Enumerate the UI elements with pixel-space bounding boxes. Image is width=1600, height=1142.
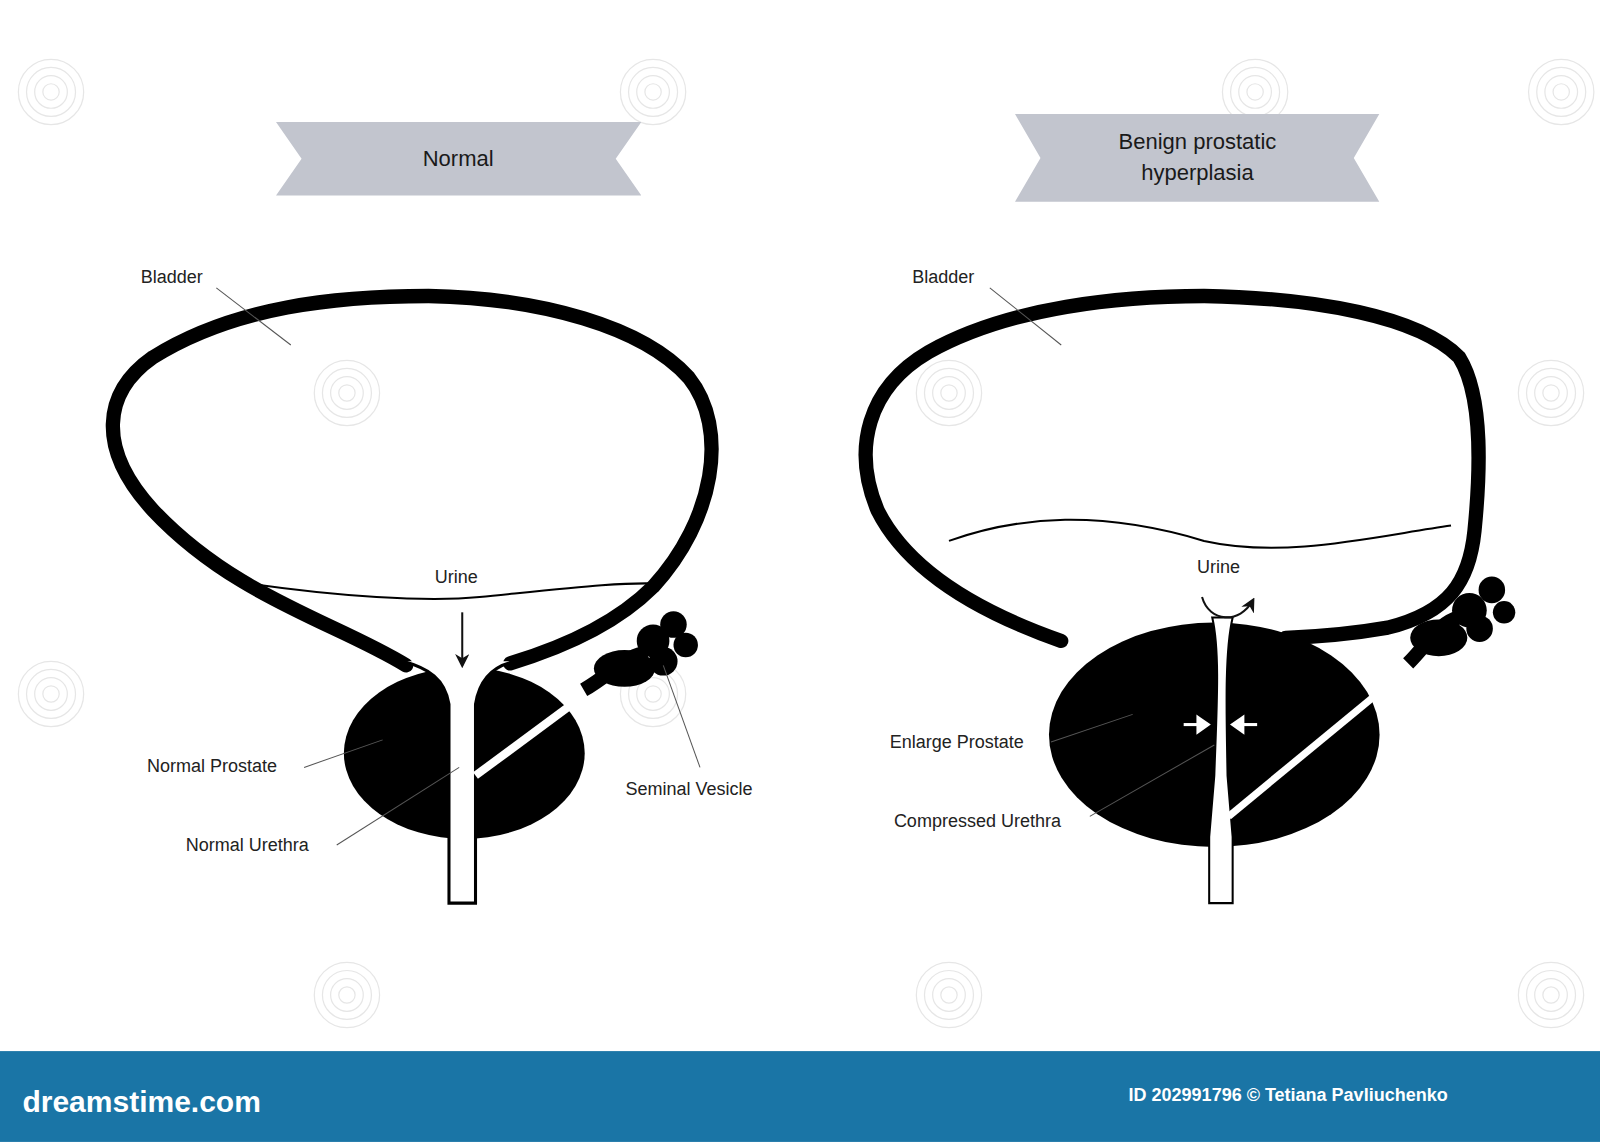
credit-note: ID 202991796 © Tetiana Pavliuchenko [1129,1085,1448,1107]
part-label: Seminal Vesicle [626,779,753,801]
part-label: Urine [1197,557,1240,579]
seminal-vesicle [1410,577,1515,657]
ejaculatory-duct [1229,653,1427,816]
bladder-wall [866,296,1479,641]
compression-arrows [1184,717,1257,731]
part-label: Bladder [141,267,203,289]
banner-title: Normal [423,144,494,175]
footer-bar [0,1051,1600,1142]
flow-arrow [461,612,463,665]
compressed-urethra [1209,617,1232,903]
part-label: Enlarge Prostate [890,732,1024,754]
seminal-vesicle [594,611,698,687]
part-label: Compressed Urethra [894,811,1061,833]
urethra [403,661,515,903]
ribbon-banner: Benign prostatic hyperplasia [1015,114,1379,202]
part-label: Urine [435,567,478,589]
leader-lines [216,288,1214,845]
watermark-spirals [18,59,1594,1027]
urine-level [949,520,1451,548]
normal-anatomy [113,296,712,903]
bladder-wall [113,296,712,665]
bph-anatomy [866,296,1516,903]
banner-title: Benign prostatic hyperplasia [1061,127,1333,189]
ribbon-shape [1015,114,1379,202]
part-label: Normal Urethra [186,835,309,857]
ejaculatory-duct [476,686,597,776]
part-label: Normal Prostate [147,756,277,778]
part-label: Bladder [912,267,974,289]
ribbon-banner: Normal [276,122,641,195]
watermark: dreamstime.com [22,1084,260,1120]
blocked-flow-arrow [1202,597,1253,617]
